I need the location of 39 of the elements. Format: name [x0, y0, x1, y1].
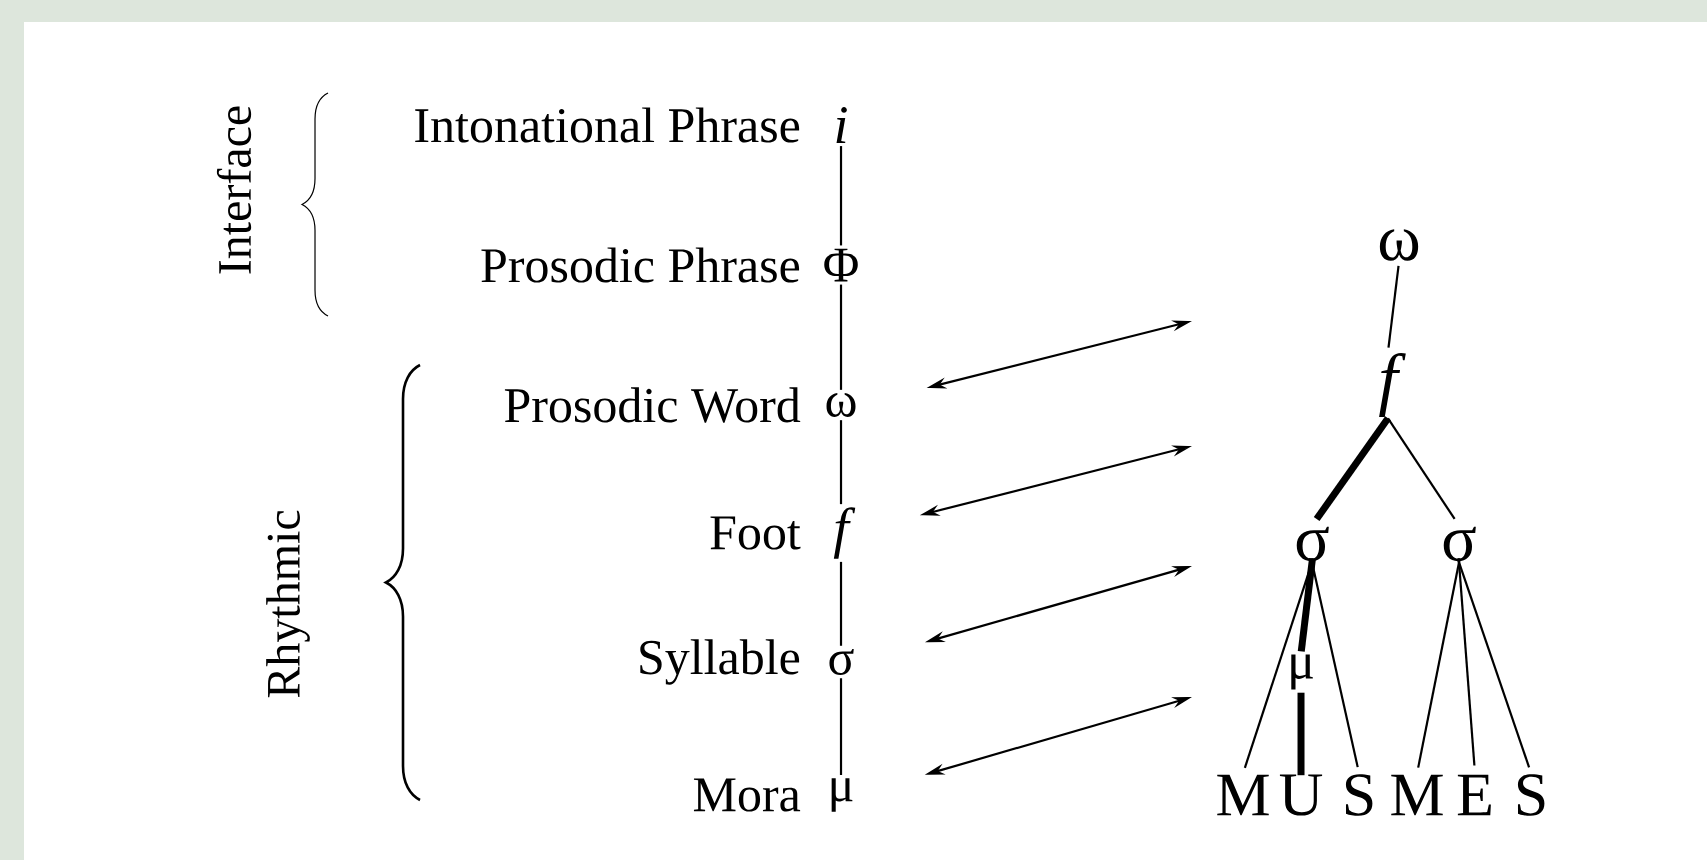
tree-symbol: σ — [1296, 526, 1329, 562]
level-label: Prosodic Phrase — [481, 247, 800, 283]
level-label: Syllable — [640, 639, 800, 685]
level-symbol: i — [836, 107, 847, 143]
tree-symbol: ω — [1379, 229, 1419, 261]
level-symbol: μ — [831, 778, 853, 812]
letter: U — [1279, 774, 1323, 816]
letter: M — [1217, 774, 1269, 816]
tree-symbol: σ — [1443, 526, 1476, 562]
level-label: Mora — [693, 778, 801, 812]
tree-line — [1310, 558, 1359, 768]
letter: M — [1391, 774, 1443, 816]
level-label: Prosodic Word — [504, 387, 801, 423]
tree-line — [839, 420, 843, 505]
letter: S — [1345, 774, 1373, 816]
tree-line — [1313, 416, 1391, 522]
tree-line — [1456, 558, 1531, 768]
tree-line — [1457, 558, 1476, 766]
level-symbol: ω — [826, 393, 856, 417]
level-symbol: σ — [829, 649, 854, 676]
letter: S — [1517, 774, 1545, 816]
tree-line — [839, 284, 843, 390]
tree-line — [1417, 558, 1461, 768]
tree-line — [839, 146, 843, 246]
level-symbol: f — [833, 507, 856, 559]
tree-symbol: f — [1379, 352, 1406, 418]
level-label: Foot — [710, 516, 801, 550]
letter: E — [1457, 774, 1491, 816]
tree-line — [1387, 417, 1456, 520]
tree-line — [1297, 558, 1316, 652]
level-symbol: Φ — [824, 248, 858, 282]
tree-line — [839, 678, 843, 775]
level-label: Intonational Phrase — [415, 107, 800, 143]
group-label: Rhythmic — [266, 510, 310, 698]
tree-line — [839, 561, 843, 646]
tree-symbol: μ — [1291, 654, 1313, 690]
tree-line — [1387, 265, 1400, 348]
tree-line — [1297, 692, 1305, 776]
group-label: Interface — [216, 106, 252, 274]
